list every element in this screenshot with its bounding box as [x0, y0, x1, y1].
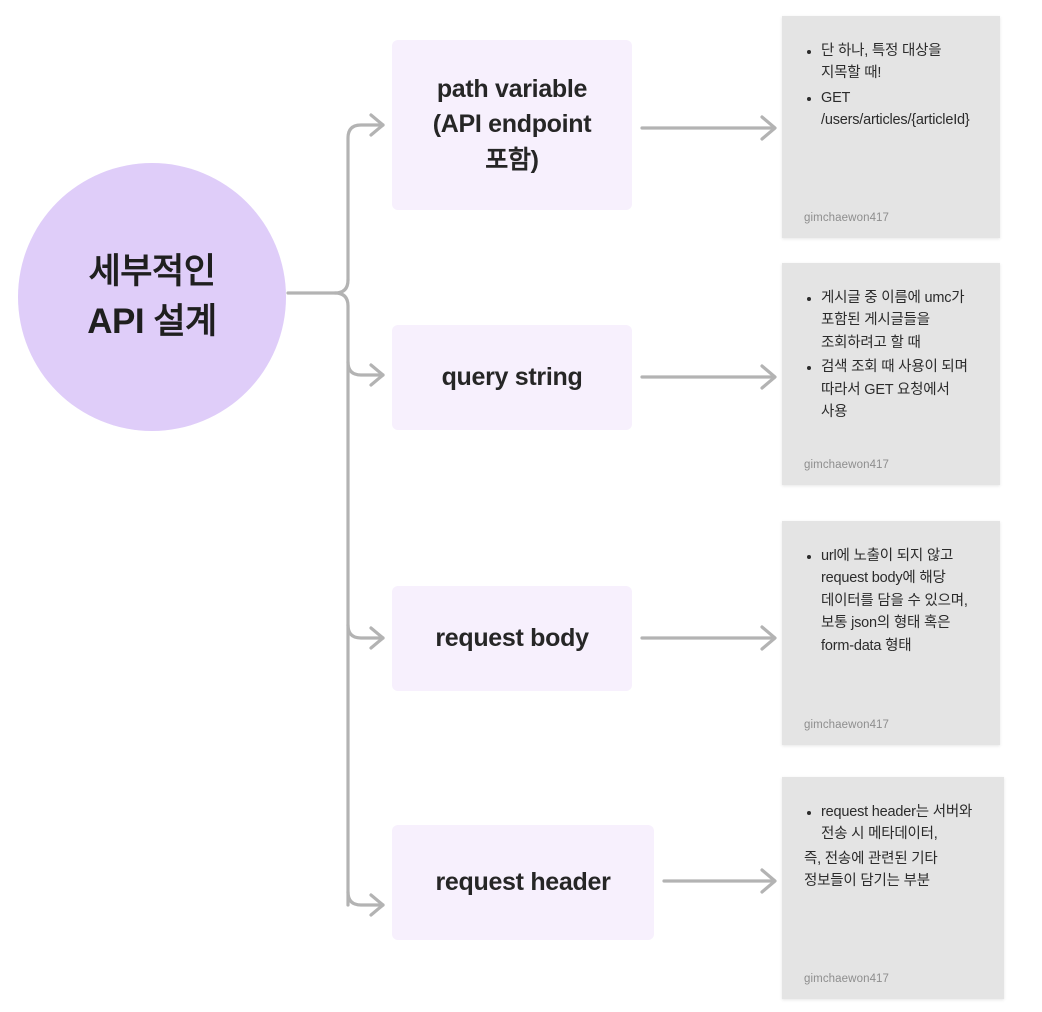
node-path-variable[interactable]: path variable (API endpoint 포함) [392, 40, 632, 210]
list-item: 게시글 중 이름에 umc가 포함된 게시글들을 조회하려고 할 때 [821, 287, 978, 354]
branch-3 [346, 623, 385, 640]
note-arrow-1-head [760, 115, 777, 141]
root-node-line-1: 세부적인 [88, 252, 216, 292]
node-query-string-label: query string [441, 362, 583, 391]
note-author: gimchaewon417 [804, 459, 890, 471]
note-author: gimchaewon417 [804, 719, 890, 731]
trunk-joint [333, 278, 350, 295]
note-author: gimchaewon417 [804, 973, 890, 985]
branch-1 [346, 123, 385, 282]
list-item: GET /users/articles/{articleId} [821, 87, 978, 132]
branch-2 [346, 360, 385, 377]
node-query-string[interactable]: query string [392, 325, 632, 430]
note-author: gimchaewon417 [804, 212, 890, 224]
list-item: 검색 조회 때 사용이 되며 따라서 GET 요청에서 사용 [821, 356, 978, 423]
note-overflow-text: 즉, 전송에 관련된 기타 정보들이 담기는 부분 [804, 850, 938, 890]
note-arrow-3-head [760, 625, 777, 651]
branch-2-arrowhead [369, 363, 385, 387]
node-path-variable-label: path variable (API endpoint 포함) [433, 72, 592, 179]
root-node-circle[interactable]: 세부적인 API 설계 [18, 163, 286, 431]
list-item: request header는 서버와 전송 시 메타데이터, [821, 801, 982, 846]
branch-4-arrowhead [369, 893, 385, 917]
node-label-line-3: 포함) [485, 145, 539, 174]
note-bullet-list: request header는 서버와 전송 시 메타데이터, [804, 801, 982, 848]
note-card-path-variable[interactable]: 단 하나, 특정 대상을 지목할 때! GET /users/articles/… [782, 16, 1000, 238]
note-card-request-header[interactable]: request header는 서버와 전송 시 메타데이터, 즉, 전송에 관… [782, 777, 1004, 999]
node-request-header-label: request header [435, 867, 611, 896]
note-card-request-body[interactable]: url에 노출이 되지 않고 request body에 해당 데이터를 담을 … [782, 521, 1000, 745]
node-label-line-2: (API endpoint [432, 110, 592, 139]
list-item: url에 노출이 되지 않고 request body에 해당 데이터를 담을 … [821, 545, 978, 657]
node-request-body[interactable]: request body [392, 586, 632, 691]
list-item: 단 하나, 특정 대상을 지목할 때! [821, 40, 978, 85]
node-label-line-1: path variable [436, 74, 588, 103]
note-card-query-string[interactable]: 게시글 중 이름에 umc가 포함된 게시글들을 조회하려고 할 때 검색 조회… [782, 263, 1000, 485]
note-arrow-2-head [760, 364, 777, 390]
note-bullet-list: url에 노출이 되지 않고 request body에 해당 데이터를 담을 … [804, 545, 978, 659]
root-node-line-2: API 설계 [87, 302, 217, 341]
note-arrow-4-head [760, 868, 777, 894]
branch-3-arrowhead [369, 626, 385, 650]
node-request-header[interactable]: request header [392, 825, 654, 940]
branch-4 [346, 890, 385, 907]
node-request-body-label: request body [435, 623, 589, 652]
note-bullet-list: 단 하나, 특정 대상을 지목할 때! GET /users/articles/… [804, 40, 978, 134]
branch-1-arrowhead [369, 113, 385, 137]
trunk-lower [286, 291, 350, 907]
note-bullet-list: 게시글 중 이름에 umc가 포함된 게시글들을 조회하려고 할 때 검색 조회… [804, 287, 978, 426]
